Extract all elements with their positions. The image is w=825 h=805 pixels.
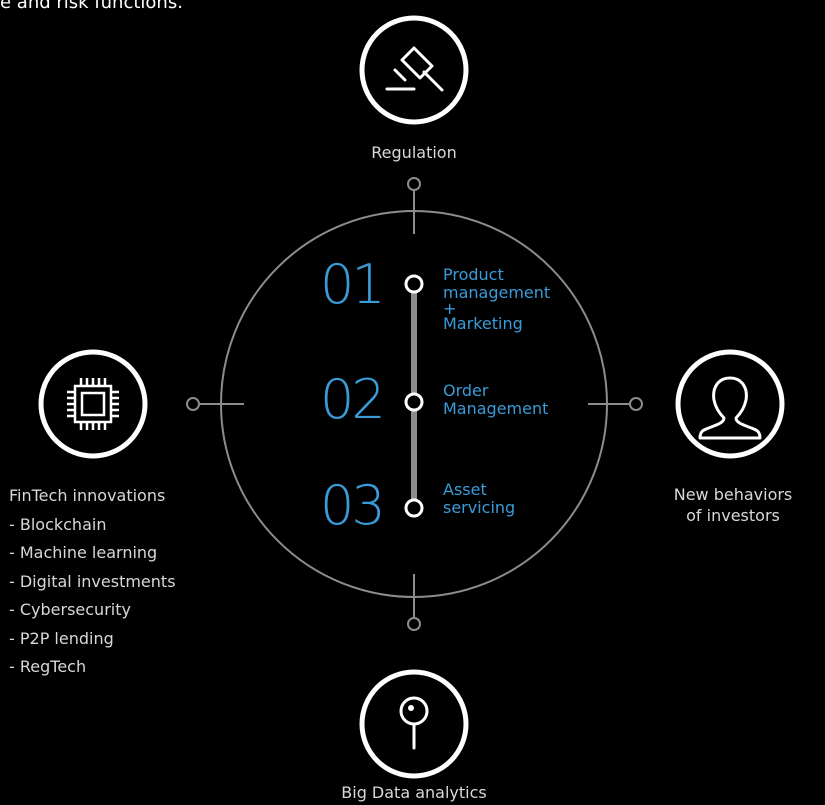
new-behaviors-line1: New behaviors [673,485,793,504]
step-01-title-line1: Product [443,265,504,284]
fintech-title: FinTech innovations [9,486,166,505]
person-icon [675,349,785,459]
step-01-number: 01 [320,253,386,316]
fintech-item-cybersecurity: - Cybersecurity [9,600,131,619]
regulation-label: Regulation [371,143,457,162]
new-behaviors-label: New behaviors of investors [668,484,798,526]
gavel-icon [359,15,469,125]
bottom-connector-knob [407,617,421,631]
chip-icon [38,349,148,459]
header-partial-text: e and risk functions. [0,0,183,13]
step-02-title: Order Management [443,382,548,418]
timeline-dot-03 [404,498,424,518]
step-03-number: 03 [320,474,386,537]
step-03-title: Asset servicing [443,481,515,517]
fintech-item-p2p-lending: - P2P lending [9,628,114,648]
step-01-title: Product management + Marketing [443,266,550,333]
new-behaviors-line2: of investors [686,506,780,525]
step-02-title-line1: Order [443,381,489,400]
fintech-item-digital-investments: - Digital investments [9,571,176,591]
fintech-item-regtech: - RegTech [9,657,87,676]
fintech-item-blockchain: - Blockchain [9,514,107,534]
step-03-title-line2: servicing [443,498,516,517]
timeline-dot-01 [404,274,424,294]
timeline-dot-02 [404,392,424,412]
step-01-title-line3: + [443,299,457,318]
left-connector-knob [186,397,200,411]
step-01-title-line4: Marketing [443,314,523,333]
fintech-item-machine-learning: - Machine learning [9,543,158,562]
fintech-list: FinTech innovations - Blockchain - Machi… [9,482,176,682]
step-01-title-line2: management [443,283,551,302]
step-02-title-line2: Management [443,399,549,418]
big-data-label: Big Data analytics [341,783,487,802]
top-connector-knob [407,177,421,191]
step-03-title-line1: Asset [443,480,487,499]
step-02-number: 02 [320,368,386,431]
pin-icon [359,669,469,779]
right-connector-knob [629,397,643,411]
